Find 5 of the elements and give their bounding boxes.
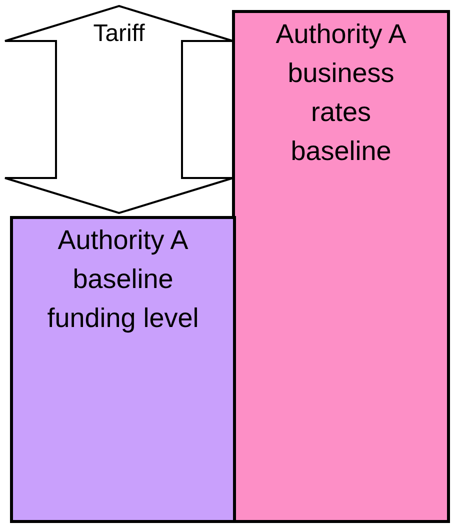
bar [232,10,450,523]
bar [10,216,236,523]
bar-label: Authority A baseline funding level [46,224,200,335]
bar-label: Authority A business rates baseline [274,18,408,168]
double-arrow [4,4,234,214]
